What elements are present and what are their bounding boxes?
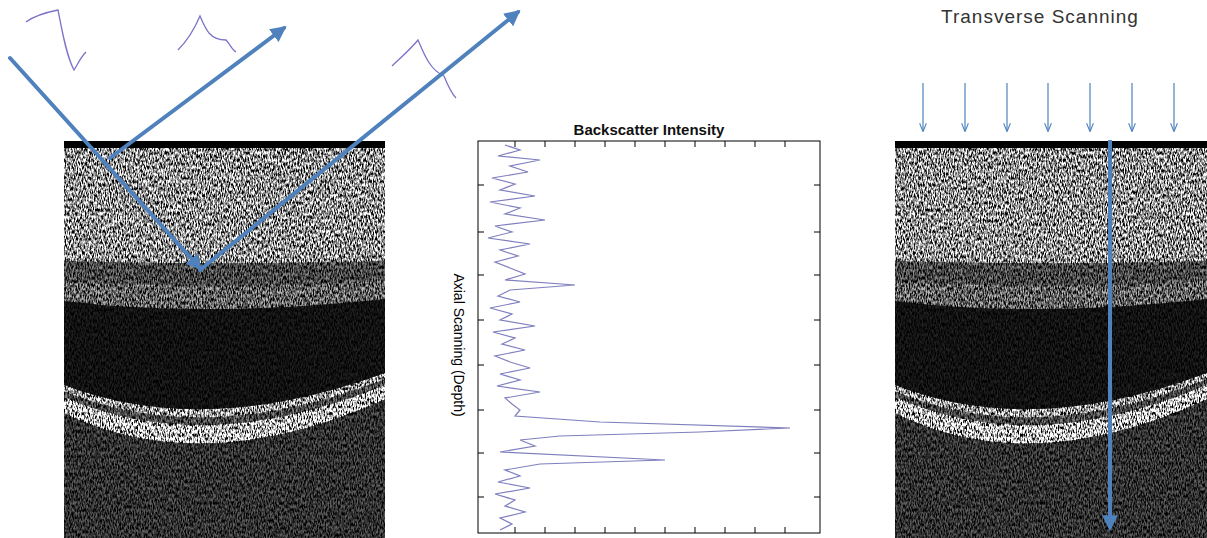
chart-frame xyxy=(478,141,820,533)
axis-label: Axial Scanning (Depth) xyxy=(451,273,467,416)
scan-arrow xyxy=(923,83,1174,130)
panel-label: Transverse Scanning xyxy=(941,6,1139,28)
oct-image xyxy=(64,141,385,538)
beam-arrow xyxy=(10,12,518,270)
light-pulse xyxy=(26,10,456,98)
backscatter-trace xyxy=(488,145,790,530)
oct-image xyxy=(895,141,1207,538)
chart-title: Backscatter Intensity xyxy=(574,121,725,138)
depth-arrow xyxy=(1108,140,1112,528)
